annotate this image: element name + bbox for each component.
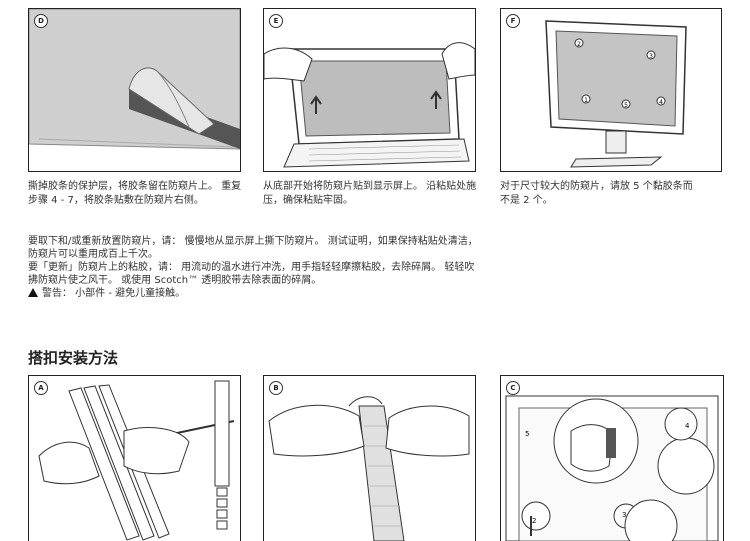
renew-note-line2: 拂防窥片使之风干。 或使用 Scotch™ 透明胶带去除表面的碎屑。 [28,274,568,287]
monitor-mark-2: 2 [577,41,581,48]
step-a-badge: A [34,381,48,395]
bezel-mark-2: 2 [532,517,536,525]
step-e-badge: E [269,14,283,28]
monitor-mark-1: 1 [584,97,588,104]
step-c-panel: C 4 5 2 3 [500,375,724,541]
monitor-mark-4: 4 [659,99,663,106]
bezel-mark-5: 5 [525,430,529,438]
step-b-panel: B [263,375,476,541]
monitor-mark-5: 5 [624,102,628,109]
remove-note-line1: 要取下和/或重新放置防窥片，请： 慢慢地从显示屏上撕下防窥片。 测试证明，如果保… [28,235,568,248]
remove-note-line2: 防窥片可以重用成百上千次。 [28,248,568,261]
bezel-clip-illustration: 4 5 2 3 [501,376,723,541]
warning-note: 警告： 小部件 - 避免儿童接触。 [28,287,568,300]
step-d-panel: D [28,8,241,172]
monitor-mark-3: 3 [649,53,653,60]
step-e-panel: E [263,8,476,172]
tab-strip-illustration [29,376,240,541]
peel-adhesive-illustration [29,9,240,171]
bezel-mark-4: 4 [685,422,690,430]
step-c-badge: C [506,381,520,395]
step-f-badge: F [506,14,520,28]
step-a-panel: A [28,375,241,541]
step-f-caption: 对于尺寸较大的防窥片，请放 5 个黏胶条而不是 2 个。 [500,180,695,208]
step-d-caption: 撕掉胶条的保护层，将胶条留在防窥片上。 重复步骤 4 - 7，将胶条贴敷在防窥片… [28,180,248,208]
step-d-badge: D [34,14,48,28]
fold-tab-illustration [264,376,475,541]
warning-text: 警告： 小部件 - 避免儿童接触。 [42,288,185,299]
step-e-caption: 从底部开始将防窥片贴到显示屏上。 沿粘贴处施压，确保粘贴牢固。 [263,180,478,208]
step-b-badge: B [269,381,283,395]
section-title: 搭扣安装方法 [28,347,118,368]
usage-notes: 要取下和/或重新放置防窥片，请： 慢慢地从显示屏上撕下防窥片。 测试证明，如果保… [28,235,568,300]
step-f-panel: F 2 3 1 5 4 [500,8,722,172]
warning-icon [28,288,38,297]
monitor-tabs-illustration: 2 3 1 5 4 [501,9,721,171]
renew-note-line1: 要「更新」防窥片上的粘胶，请： 用流动的温水进行冲洗，用手指轻轻摩擦粘胶，去除碎… [28,261,568,274]
bezel-mark-3: 3 [622,511,626,519]
laptop-apply-illustration [264,9,475,171]
